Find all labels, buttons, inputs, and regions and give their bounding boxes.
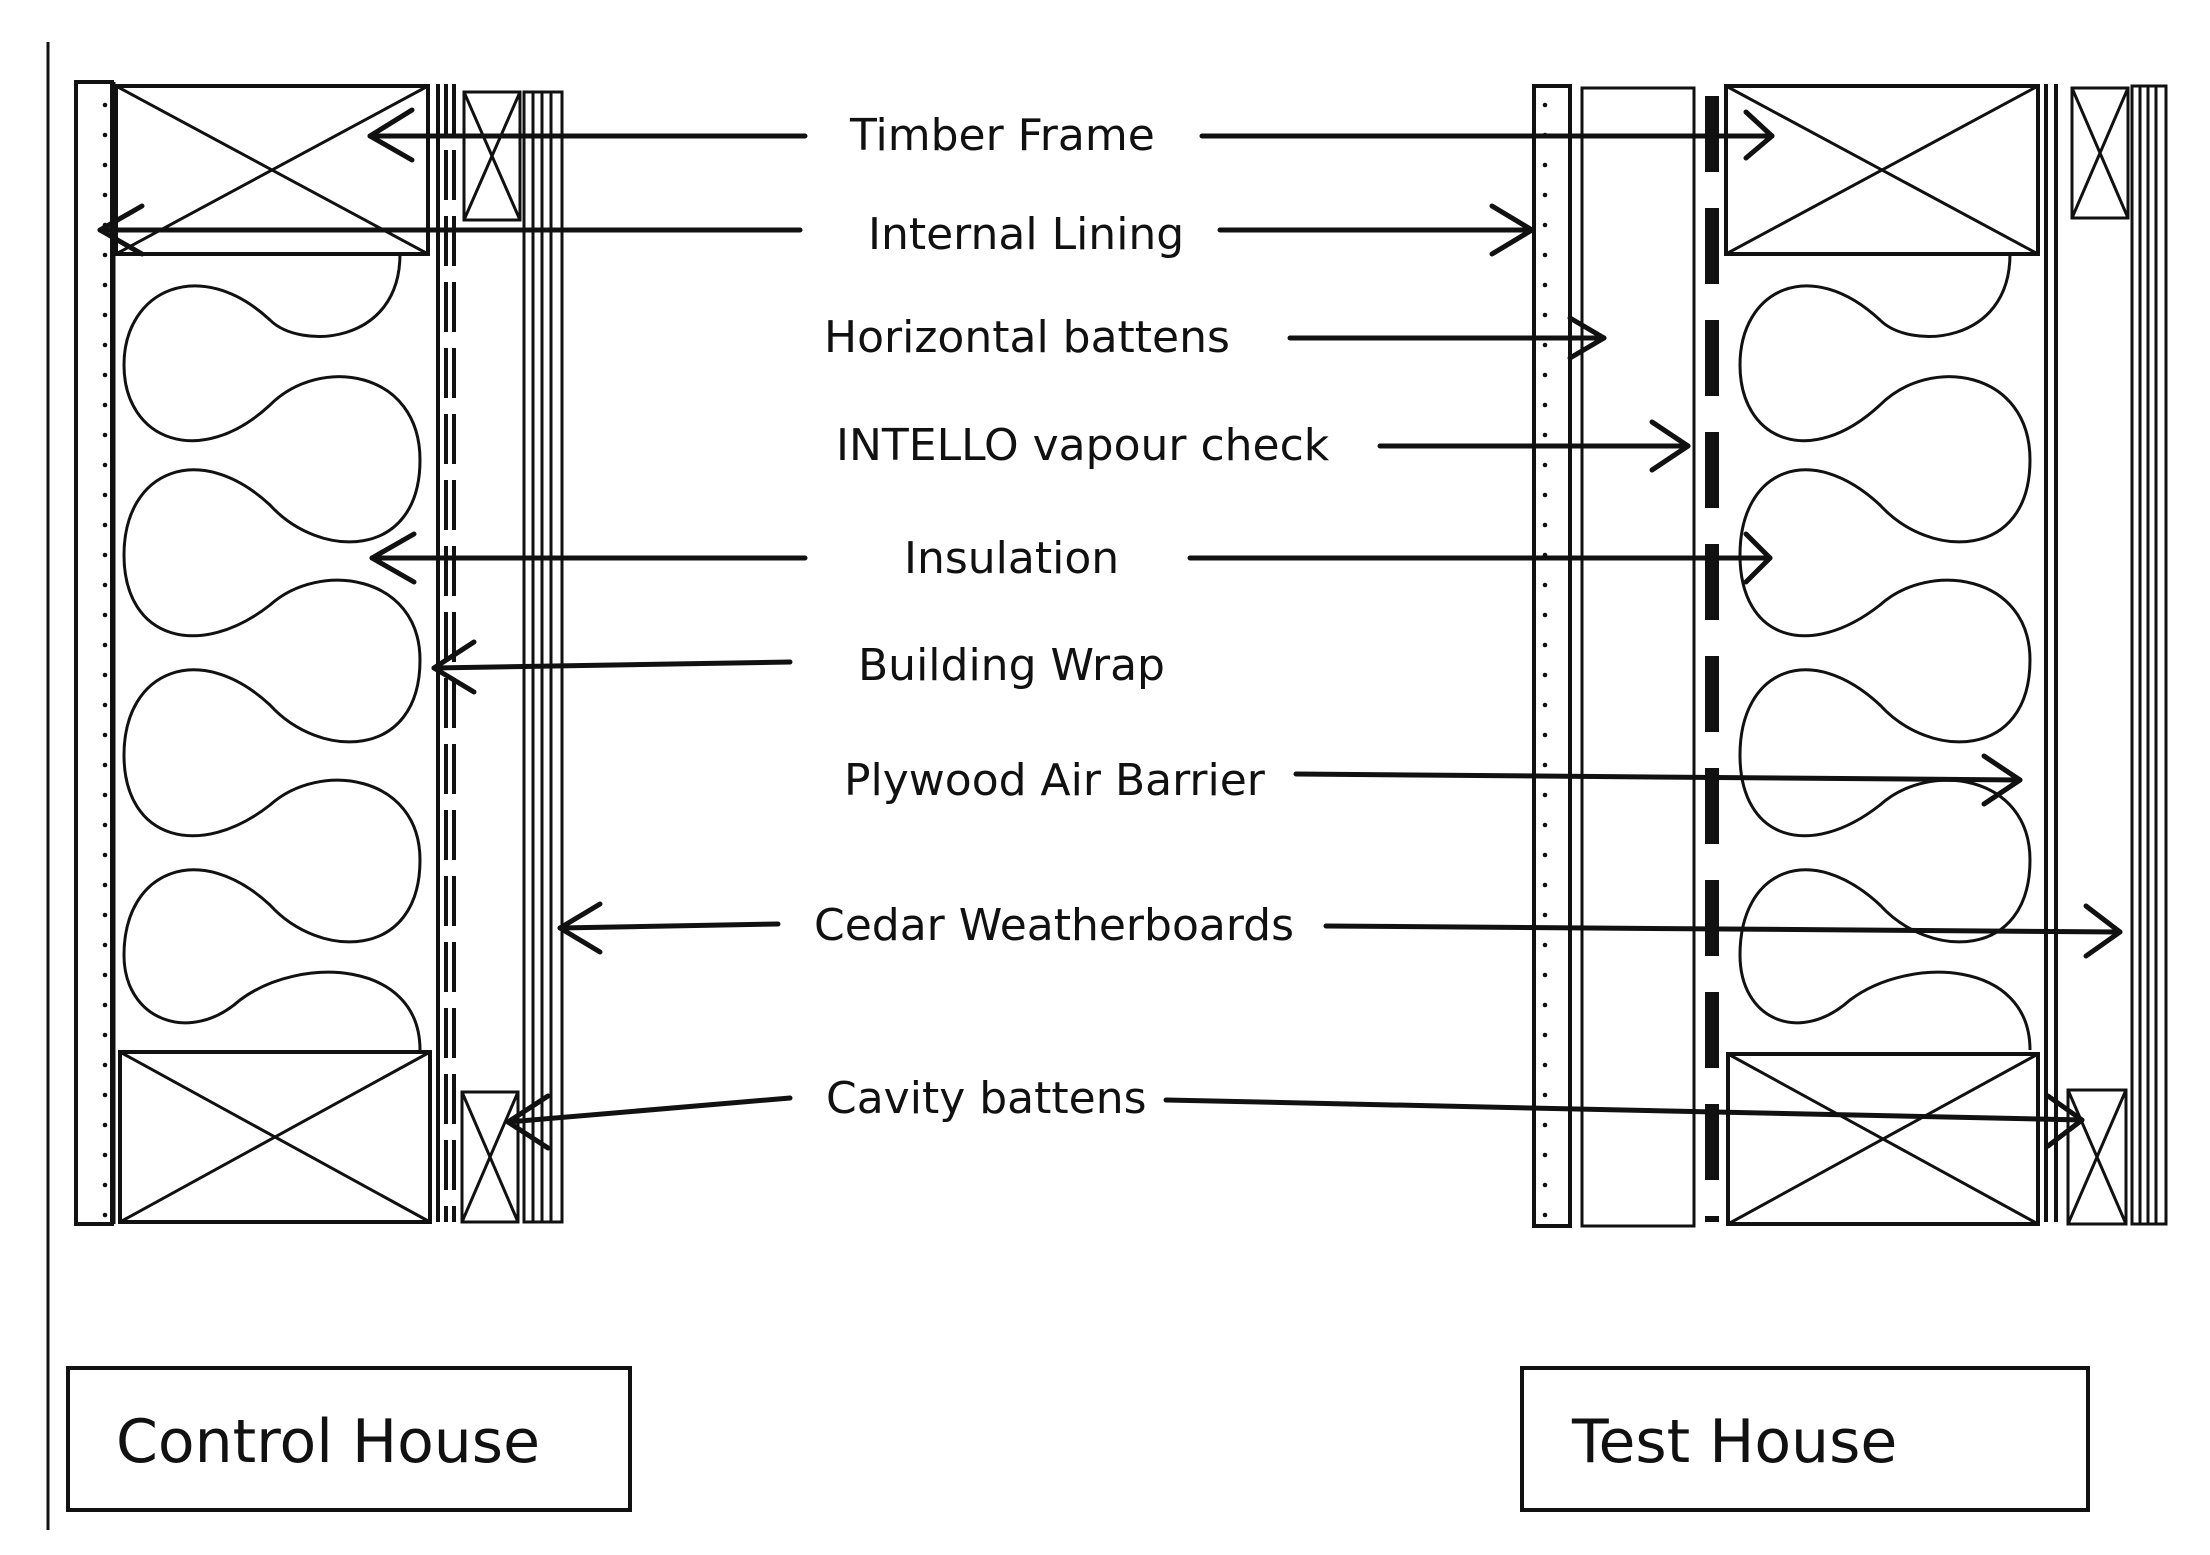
test-house-section [1532, 84, 2168, 1228]
test-insulation [1738, 253, 2032, 1051]
arrow-cedar-weatherboards-left [557, 901, 781, 955]
caption-control-house: Control House [66, 1366, 632, 1512]
caption-test-house-text: Test House [1571, 1407, 1897, 1477]
test-cavity-batten-top [2070, 86, 2130, 220]
test-timber-frame-top [1724, 84, 2040, 256]
label-timber-frame: Timber Frame [849, 110, 1155, 161]
test-timber-frame-bottom [1726, 1052, 2040, 1226]
arrow-horizontal-battens [1287, 315, 1607, 361]
label-cavity-battens: Cavity battens [826, 1073, 1147, 1124]
label-internal-lining: Internal Lining [868, 209, 1184, 260]
label-insulation: Insulation [904, 533, 1119, 584]
arrow-timber-frame-right [1199, 109, 1775, 161]
label-plywood-air-barrier: Plywood Air Barrier [844, 755, 1266, 806]
arrow-plywood-air-barrier [1293, 753, 2023, 807]
control-timber-frame-top [114, 84, 430, 256]
arrow-intello-vapour-check [1377, 419, 1691, 473]
caption-control-house-text: Control House [116, 1407, 540, 1477]
arrow-timber-frame-left [367, 107, 808, 163]
label-horizontal-battens: Horizontal battens [824, 312, 1230, 363]
label-building-wrap: Building Wrap [858, 640, 1165, 691]
label-cedar-weatherboards: Cedar Weatherboards [814, 900, 1294, 951]
control-timber-frame-bottom [118, 1050, 432, 1224]
leader-arrows [97, 107, 2123, 1151]
test-horizontal-battens [1580, 86, 1696, 1228]
test-plywood-air-barrier [2044, 84, 2058, 1222]
arrow-building-wrap [431, 639, 793, 695]
arrow-cavity-battens-right [1163, 1093, 2085, 1149]
control-cavity-batten-top [462, 90, 522, 222]
caption-test-house: Test House [1520, 1366, 2090, 1512]
label-intello-vapour-check: INTELLO vapour check [836, 420, 1330, 471]
arrow-cedar-weatherboards-right [1323, 903, 2123, 959]
arrow-cavity-battens-left [505, 1093, 793, 1151]
component-labels: Timber Frame Internal Lining Horizontal … [814, 110, 1330, 1124]
arrow-insulation-right [1187, 531, 1773, 585]
test-internal-lining [1532, 84, 1572, 1228]
control-house-section [74, 80, 564, 1226]
control-cedar-weatherboards [522, 90, 564, 1224]
control-cavity-batten-bottom [460, 1090, 520, 1224]
test-cedar-weatherboards [2130, 84, 2168, 1226]
arrow-internal-lining-right [1217, 203, 1535, 257]
arrow-internal-lining-left [97, 203, 803, 257]
arrow-insulation-left [369, 531, 808, 585]
control-insulation [122, 253, 422, 1051]
test-cavity-batten-bottom [2066, 1088, 2128, 1226]
control-internal-lining [74, 80, 114, 1226]
